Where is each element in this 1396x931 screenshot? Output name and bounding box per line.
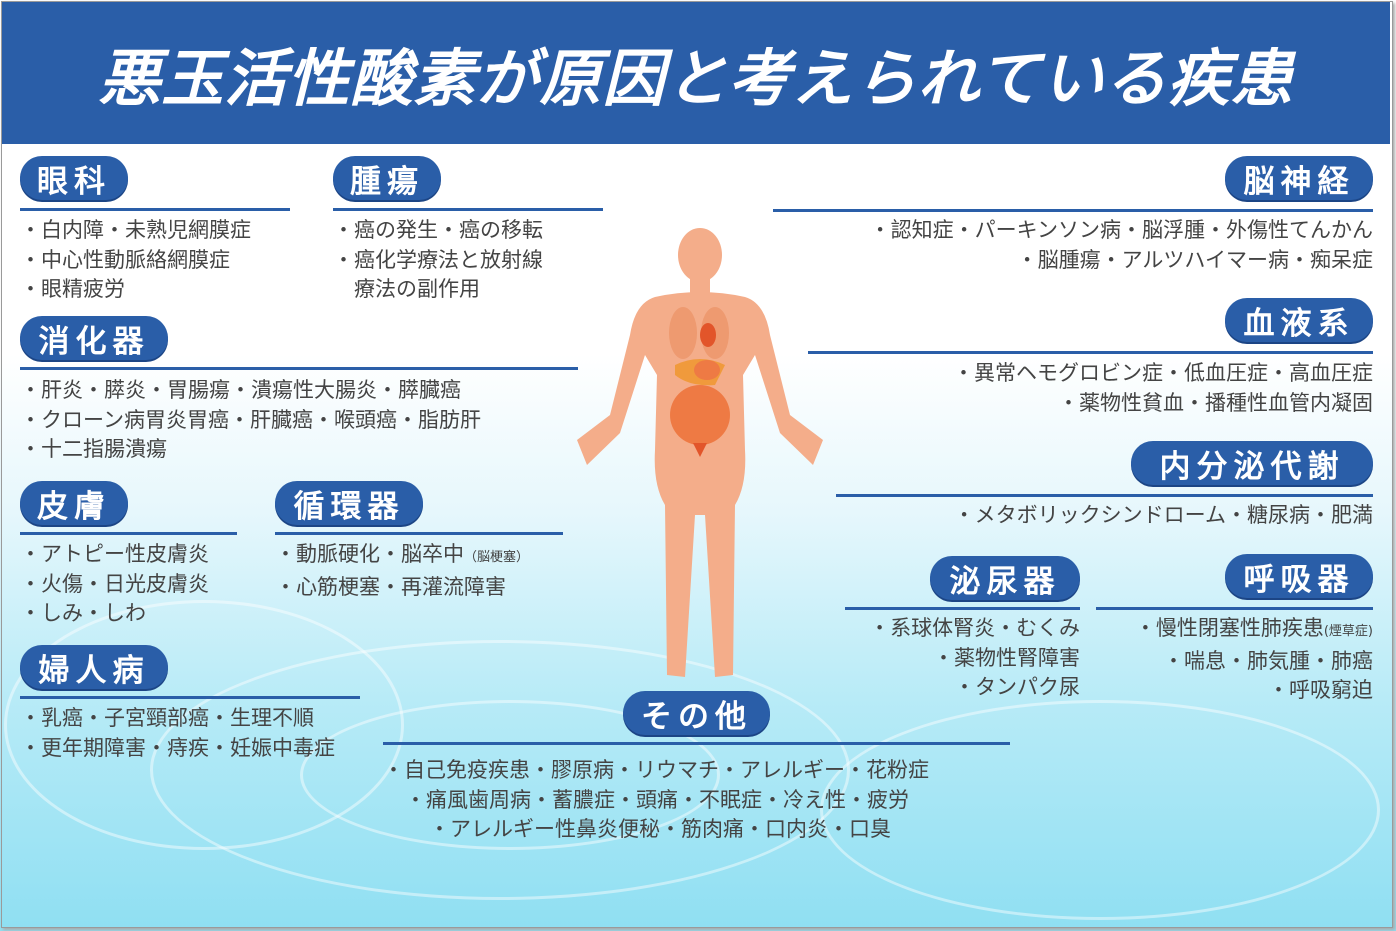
disease-list-ophthalmology: ・白内障・未熟児網膜症 ・中心性動脈絡網膜症 ・眼精疲労: [20, 216, 251, 305]
category-badge-other: その他: [623, 691, 770, 735]
list-item: ・クローン病胃炎胃癌・肝臓癌・喉頭癌・脂肪肝: [20, 407, 481, 432]
body-silhouette: [577, 228, 823, 677]
disease-list-digestive: ・肝炎・膵炎・胃腸瘍・潰瘍性大腸炎・膵臓癌 ・クローン病胃炎胃癌・肝臓癌・喉頭癌…: [20, 376, 481, 465]
divider: [333, 208, 603, 211]
list-item: ・認知症・パーキンソン病・脳浮腫・外傷性てんかん: [869, 218, 1373, 242]
list-item: ・火傷・日光皮膚炎: [20, 571, 209, 596]
divider: [275, 532, 563, 535]
list-item: ・呼吸窮迫: [1268, 678, 1373, 702]
divider: [383, 742, 1010, 745]
category-badge-skin: 皮膚: [20, 481, 128, 525]
list-item: ・白内障・未熟児網膜症: [20, 218, 251, 242]
category-badge-ophthalmology: 眼科: [20, 156, 128, 200]
title-banner: 悪玉活性酸素が原因と考えられている疾患: [2, 2, 1390, 144]
list-item: 療法の副作用: [333, 277, 480, 301]
category-badge-endocrine-metabolic: 内分泌代謝: [1131, 441, 1373, 485]
disease-list-endocrine-metabolic: ・メタボリックシンドローム・糖尿病・肥満: [954, 501, 1373, 531]
list-item: ・眼精疲労: [20, 277, 125, 301]
list-item: ・中心性動脈絡網膜症: [20, 247, 230, 272]
divider: [808, 351, 1373, 354]
disease-list-blood: ・異常ヘモグロビン症・低血圧症・高血圧症 ・薬物性貧血・播種性血管内凝固: [953, 359, 1373, 418]
category-badge-urinary: 泌尿器: [930, 556, 1080, 600]
disease-list-gynecological: ・乳癌・子宮頸部癌・生理不順 ・更年期障害・痔疾・妊娠中毒症: [20, 704, 335, 763]
divider: [20, 208, 290, 211]
list-item: ・更年期障害・痔疾・妊娠中毒症: [20, 735, 335, 760]
category-badge-tumor: 腫瘍: [333, 156, 441, 200]
list-item: ・癌の発生・癌の移転: [333, 218, 543, 242]
list-item: ・慢性閉塞性肺疾患(煙草症): [1135, 614, 1373, 647]
list-item: ・異常ヘモグロビン症・低血圧症・高血圧症: [953, 361, 1373, 385]
list-item: ・自己免疫疾患・膠原病・リウマチ・アレルギー・花粉症: [383, 758, 929, 782]
list-item-note: (煙草症): [1323, 624, 1373, 639]
list-item: ・心筋梗塞・再灌流障害: [275, 574, 506, 599]
category-badge-respiratory: 呼吸器: [1225, 554, 1373, 598]
divider: [845, 607, 1080, 610]
list-item-text: ・慢性閉塞性肺疾患: [1134, 616, 1324, 640]
list-item-text: ・動脈硬化・脳卒中: [275, 542, 464, 566]
divider: [773, 209, 1373, 212]
divider: [20, 696, 360, 699]
list-item: ・メタボリックシンドローム・糖尿病・肥満: [953, 503, 1373, 527]
list-item: ・十二指腸潰瘍: [20, 437, 167, 461]
category-badge-circulatory: 循環器: [275, 481, 423, 525]
internal-organs: [669, 307, 730, 457]
disease-list-respiratory: ・慢性閉塞性肺疾患(煙草症) ・喘息・肺気腫・肺癌 ・呼吸窮迫: [1135, 614, 1373, 706]
category-badge-digestive: 消化器: [20, 316, 168, 360]
disease-list-other: ・自己免疫疾患・膠原病・リウマチ・アレルギー・花粉症 ・痛風歯周病・蓄膿症・頭痛…: [383, 756, 929, 845]
list-item: ・肝炎・膵炎・胃腸瘍・潰瘍性大腸炎・膵臓癌: [20, 378, 461, 402]
disease-list-urinary: ・系球体腎炎・むくみ ・薬物性腎障害 ・タンパク尿: [869, 614, 1080, 703]
disease-list-circulatory: ・動脈硬化・脳卒中（脳梗塞） ・心筋梗塞・再灌流障害: [275, 540, 529, 602]
list-item: ・脳腫瘍・アルツハイマー病・痴呆症: [1016, 247, 1373, 272]
list-item: ・薬物性貧血・播種性血管内凝固: [1058, 390, 1373, 415]
list-item: ・喘息・肺気腫・肺癌: [1163, 648, 1373, 673]
list-item-note: （脳梗塞）: [464, 550, 530, 565]
list-item: ・乳癌・子宮頸部癌・生理不順: [20, 706, 314, 730]
list-item: ・痛風歯周病・蓄膿症・頭痛・不眠症・冷え性・疲労: [405, 787, 909, 812]
divider: [20, 532, 237, 535]
divider: [836, 494, 1373, 497]
list-item: ・癌化学療法と放射線: [333, 247, 543, 272]
list-item: ・系球体腎炎・むくみ: [869, 616, 1080, 640]
human-body-illustration: [577, 228, 823, 677]
category-badge-gynecological: 婦人病: [20, 645, 168, 689]
list-item: ・動脈硬化・脳卒中（脳梗塞）: [275, 540, 529, 573]
disease-list-neurological: ・認知症・パーキンソン病・脳浮腫・外傷性てんかん ・脳腫瘍・アルツハイマー病・痴…: [870, 216, 1373, 275]
page-title: 悪玉活性酸素が原因と考えられている疾患: [98, 42, 1294, 115]
divider: [20, 367, 578, 370]
category-badge-neurological: 脳神経: [1225, 156, 1373, 200]
disease-list-skin: ・アトピー性皮膚炎 ・火傷・日光皮膚炎 ・しみ・しわ: [20, 540, 209, 629]
water-ripple: [4, 600, 404, 850]
list-item: ・アトピー性皮膚炎: [20, 542, 209, 566]
list-item: ・薬物性腎障害: [933, 645, 1080, 670]
category-badge-blood: 血液系: [1225, 298, 1373, 342]
list-item: ・アレルギー性鼻炎便秘・筋肉痛・口内炎・口臭: [429, 817, 891, 841]
divider: [1096, 607, 1373, 610]
water-ripple: [820, 700, 1380, 920]
disease-list-tumor: ・癌の発生・癌の移転 ・癌化学療法と放射線 療法の副作用: [333, 216, 543, 305]
list-item: ・しみ・しわ: [20, 601, 146, 625]
list-item: ・タンパク尿: [954, 675, 1080, 699]
